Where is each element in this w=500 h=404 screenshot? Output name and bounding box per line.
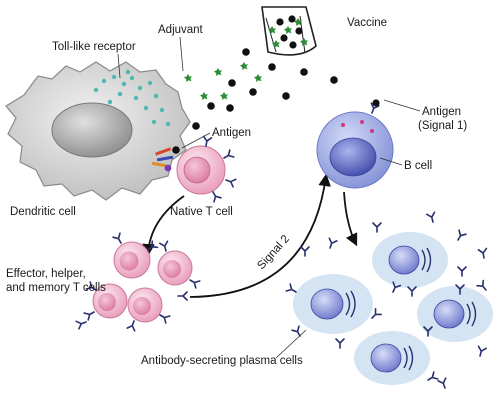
antigen-right-label: Antigen	[422, 106, 461, 118]
arrow-signal-2	[189, 173, 331, 298]
plasma-cells	[293, 232, 493, 385]
dendritic-cell	[5, 61, 191, 201]
effector-label-line1: Effector, helper,	[6, 268, 86, 280]
tlr-pointer	[117, 53, 121, 79]
dendritic-nucleus	[51, 102, 133, 158]
dendritic-cell-label: Dendritic cell	[10, 206, 76, 218]
effector-t-cells	[75, 232, 201, 332]
signal-1-label: (Signal 1)	[418, 120, 467, 132]
antigen-left-label: Antigen	[212, 127, 251, 139]
antigen-left-pointer	[181, 132, 211, 149]
vaccine-vial	[261, 6, 317, 56]
released-particles	[164, 48, 338, 130]
arrow-b-to-plasma	[343, 191, 358, 247]
b-cell-pointer	[379, 157, 403, 166]
toll-like-receptor-label: Toll-like receptor	[52, 41, 136, 53]
plasma-pointer	[275, 329, 307, 359]
adjuvant-pointer	[179, 36, 184, 72]
plasma-cells-label: Antibody-secreting plasma cells	[141, 355, 303, 367]
antigen-right-pointer	[383, 99, 421, 112]
effector-label-line2: and memory T cells	[6, 282, 106, 294]
adjuvant-label: Adjuvant	[158, 24, 204, 36]
toll-like-receptors	[93, 69, 171, 127]
signal-2-label: Signal 2	[255, 233, 292, 272]
b-cell	[316, 99, 394, 189]
b-cell-label: B cell	[404, 160, 432, 172]
vaccine-label: Vaccine	[347, 17, 387, 29]
native-t-cell-label: Native T cell	[170, 206, 233, 218]
native-t-cell	[176, 135, 237, 203]
arrow-t-to-effector	[142, 195, 185, 257]
